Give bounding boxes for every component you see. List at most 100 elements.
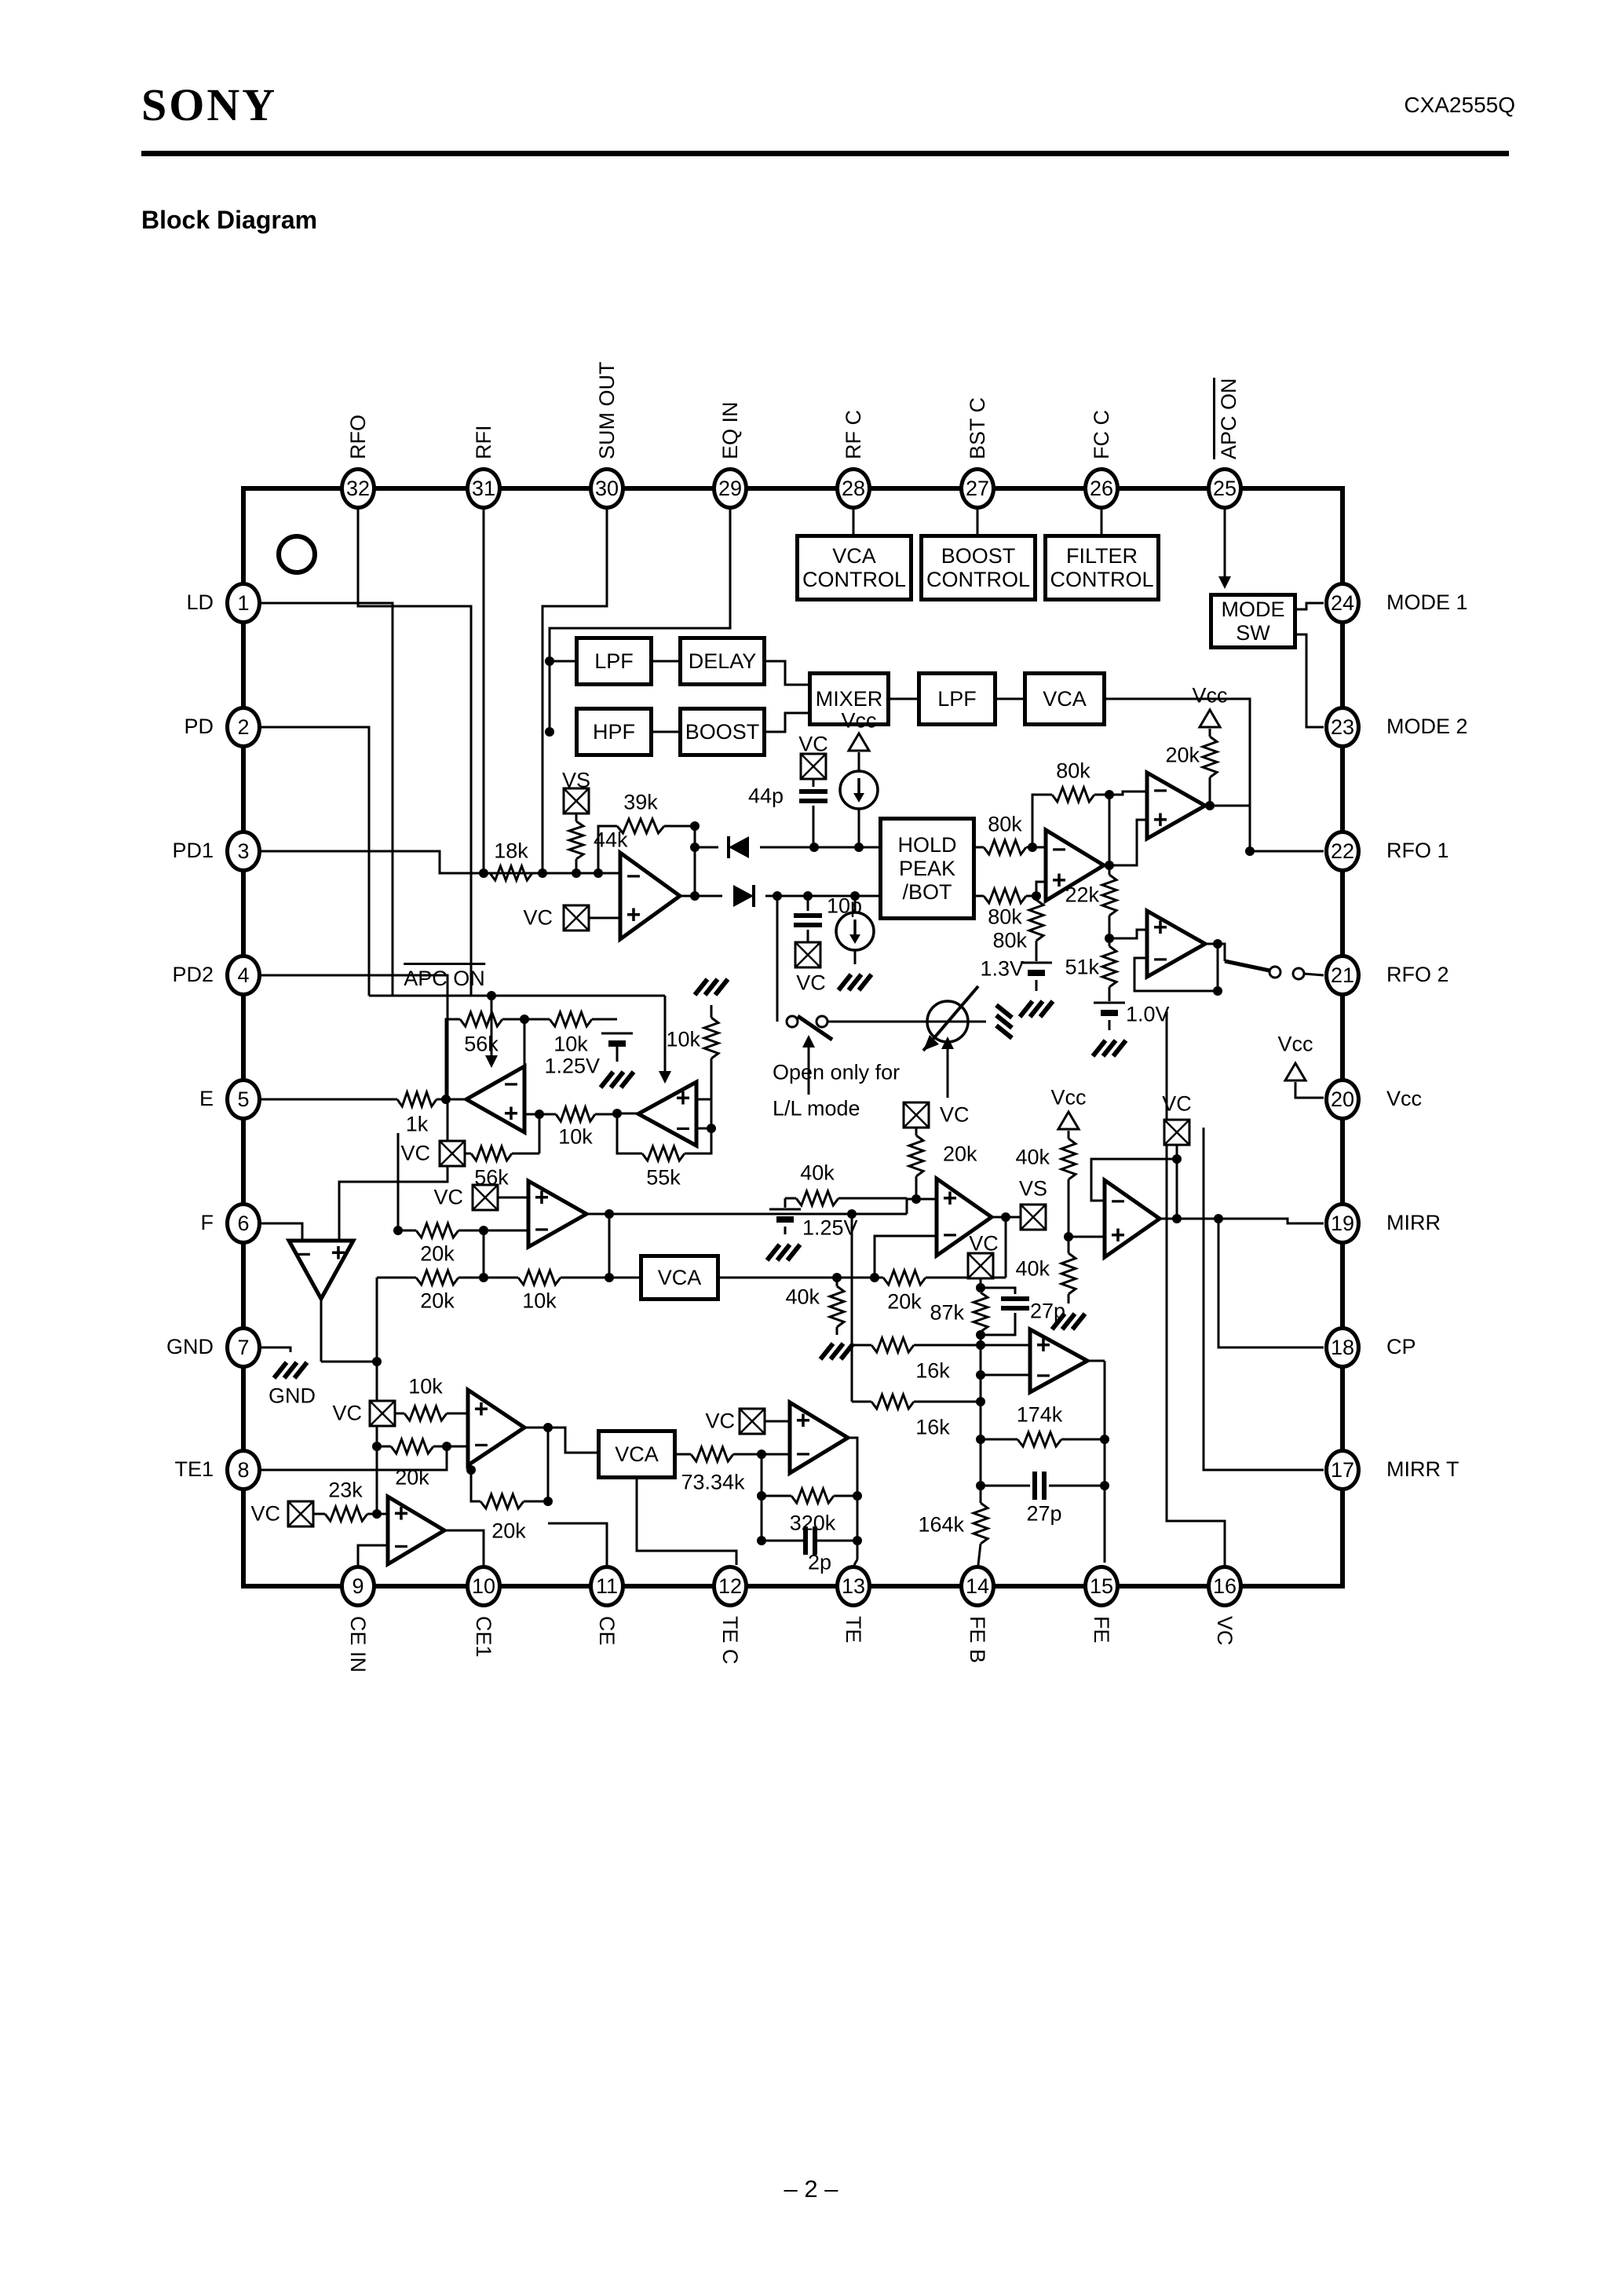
pin-9-circle: 9 <box>340 1565 376 1607</box>
wire <box>977 1543 982 1566</box>
ground-icon <box>818 1342 856 1361</box>
resistor-icon <box>548 1008 594 1030</box>
pin-17-circle: 17 <box>1324 1449 1361 1491</box>
pin-number: 21 <box>1330 963 1355 987</box>
pin-number: 1 <box>237 590 250 615</box>
opamp-icon <box>1102 1176 1164 1261</box>
resistor-icon <box>1050 784 1096 806</box>
pin-label-te-c: TE C <box>718 1616 742 1665</box>
junction-dot <box>690 891 700 901</box>
wire <box>1133 944 1219 993</box>
opamp-sign: – <box>796 1439 810 1467</box>
pin-label-te: TE <box>842 1616 865 1643</box>
opamp-sign: + <box>331 1238 346 1267</box>
pin-number: 15 <box>1089 1574 1114 1598</box>
ground-icon <box>598 1070 636 1089</box>
junction-dot <box>520 1015 529 1024</box>
pin-number: 17 <box>1330 1457 1355 1482</box>
diode-icon <box>733 885 754 907</box>
wire <box>1302 972 1324 977</box>
pin-label-rfo-1: RFO 1 <box>1386 839 1449 862</box>
label-vcc: Vcc <box>1277 1032 1313 1056</box>
pin-12-circle: 12 <box>712 1565 748 1607</box>
ground-icon <box>1017 1000 1055 1018</box>
switch-icon <box>815 1015 829 1029</box>
junction-dot <box>1105 934 1114 943</box>
header-rule <box>141 151 1509 156</box>
pin-label-ld: LD <box>186 590 214 614</box>
wire <box>261 1346 292 1352</box>
pin-label-bst-c: BST C <box>966 397 989 459</box>
terminal-box-icon <box>439 1140 466 1167</box>
terminal-box-icon <box>739 1408 765 1435</box>
ground-icon <box>1050 1312 1087 1331</box>
pin-number: 14 <box>965 1574 990 1598</box>
resistor-icon <box>826 1285 848 1329</box>
label-2p: 2p <box>807 1550 832 1574</box>
resistor-icon <box>1058 1137 1080 1181</box>
wire <box>766 660 808 686</box>
pin-6-circle: 6 <box>225 1202 261 1245</box>
pin-label-ce1: CE1 <box>472 1616 495 1658</box>
arrowhead-icon <box>923 1035 939 1051</box>
junction-dot <box>466 1465 476 1475</box>
opamp-icon <box>787 1398 852 1477</box>
block-lpf-1: LPF <box>575 636 653 686</box>
opamp-sign: + <box>676 1084 691 1112</box>
label-40k: 40k <box>785 1285 820 1309</box>
wire <box>1205 804 1251 851</box>
block-label: MIXER <box>815 686 883 711</box>
label-174k: 174k <box>1016 1402 1063 1427</box>
wire <box>1297 601 1324 611</box>
label-39k: 39k <box>623 790 658 814</box>
junction-dot <box>1001 1212 1010 1222</box>
pin-16-circle: 16 <box>1207 1565 1243 1607</box>
label-20k: 20k <box>395 1465 429 1490</box>
block-label: VCA <box>657 1265 702 1289</box>
pin-25-circle: 25 <box>1207 467 1243 510</box>
pin-label-te1: TE1 <box>174 1457 214 1481</box>
pin-label-ce-in: CE IN <box>346 1616 370 1673</box>
block-label: BOOST <box>941 543 1016 568</box>
block-label: VCA <box>1043 686 1087 711</box>
opamp-icon <box>1145 769 1210 843</box>
block-label: CONTROL <box>802 568 906 591</box>
pin-18-circle: 18 <box>1324 1326 1361 1369</box>
block-label: CONTROL <box>926 568 1030 591</box>
wire <box>1217 1219 1324 1349</box>
wire <box>873 1234 937 1278</box>
junction-dot <box>441 1095 451 1104</box>
junction-dot <box>1064 1232 1073 1241</box>
arrowhead-icon <box>941 1036 954 1049</box>
resistor-icon <box>790 1485 835 1507</box>
switch-icon <box>1224 959 1270 973</box>
current-source-icon <box>838 770 879 810</box>
label-20k: 20k <box>887 1289 922 1314</box>
opamp-sign: + <box>1052 866 1067 894</box>
opamp-sign: + <box>535 1183 550 1212</box>
junction-dot <box>594 868 603 878</box>
label-1.25v: 1.25V <box>802 1216 858 1240</box>
junction-dot <box>1214 1214 1223 1223</box>
label-10k: 10k <box>558 1124 593 1149</box>
junction-dot <box>545 656 554 666</box>
label-164k: 164k <box>918 1512 964 1537</box>
resistor-icon <box>616 816 666 836</box>
pin-number: 5 <box>237 1087 250 1111</box>
opamp-sign: + <box>627 900 641 928</box>
opamp-icon <box>634 1078 699 1150</box>
label-vc: VC <box>705 1409 735 1433</box>
ground-icon <box>765 1243 802 1262</box>
wire <box>1026 880 1046 898</box>
pin-number: 26 <box>1089 476 1114 500</box>
junction-dot <box>605 1273 614 1282</box>
pin-11-circle: 11 <box>589 1565 625 1607</box>
block-vca-2: VCA <box>639 1254 720 1301</box>
pin-label-vcc: Vcc <box>1386 1087 1423 1110</box>
wire <box>853 1559 859 1566</box>
opamp-sign: + <box>1111 1221 1126 1249</box>
pin-label-ce: CE <box>595 1616 619 1646</box>
junction-dot <box>1032 891 1041 901</box>
label-20k: 20k <box>943 1142 977 1166</box>
